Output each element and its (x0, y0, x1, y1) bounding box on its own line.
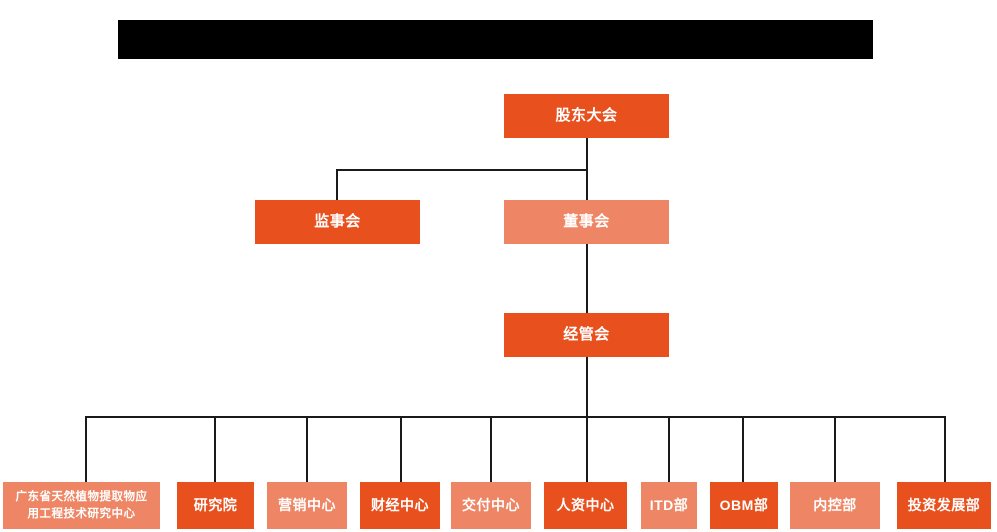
connector-l1-bus (336, 169, 588, 171)
node-dept-finance-center[interactable]: 财经中心 (360, 482, 440, 529)
connector-drop-dept-4 (400, 416, 402, 482)
node-dept-research-institute[interactable]: 研究院 (177, 482, 254, 529)
node-dept-itd[interactable]: ITD部 (641, 482, 697, 529)
node-label: 经管会 (563, 325, 610, 343)
node-board-of-directors[interactable]: 董事会 (504, 200, 669, 244)
connector-management-down (586, 357, 588, 417)
node-label: 研究院 (193, 496, 238, 513)
connector-drop-dept-5 (490, 416, 492, 482)
node-dept-internal-control[interactable]: 内控部 (790, 482, 880, 529)
node-board-of-supervisors[interactable]: 监事会 (255, 200, 420, 244)
node-label: 营销中心 (278, 496, 336, 513)
node-label: 股东大会 (555, 106, 618, 124)
node-label: 交付中心 (462, 496, 520, 513)
node-label: 内控部 (813, 496, 857, 513)
node-label-line2: 用工程技术研究中心 (27, 507, 136, 520)
node-label: 投资发展部 (907, 496, 981, 513)
node-dept-investment-development[interactable]: 投资发展部 (897, 482, 991, 529)
redacted-title-bar (118, 20, 873, 59)
node-label: ITD部 (649, 496, 689, 513)
connector-to-board (586, 169, 588, 200)
node-label: 财经中心 (371, 496, 429, 513)
connector-drop-dept-7 (668, 416, 670, 482)
node-label: 广东省天然植物提取物应 用工程技术研究中心 (3, 489, 160, 522)
node-label-line1: 广东省天然植物提取物应 (15, 490, 148, 503)
connector-to-supervisors (336, 169, 338, 200)
connector-drop-dept-6 (586, 416, 588, 482)
node-shareholders-meeting[interactable]: 股东大会 (504, 94, 669, 138)
node-label: OBM部 (719, 496, 769, 513)
node-dept-guangdong-research-center[interactable]: 广东省天然植物提取物应 用工程技术研究中心 (3, 482, 160, 529)
node-label: 监事会 (314, 212, 361, 230)
connector-drop-dept-10 (944, 416, 946, 482)
connector-drop-dept-3 (306, 416, 308, 482)
connector-department-bus (85, 416, 946, 418)
node-dept-delivery-center[interactable]: 交付中心 (451, 482, 531, 529)
connector-l1-down (586, 138, 588, 170)
node-dept-obm[interactable]: OBM部 (710, 482, 778, 529)
node-management-committee[interactable]: 经管会 (504, 313, 669, 357)
node-dept-hr-center[interactable]: 人资中心 (544, 482, 627, 529)
connector-drop-dept-1 (85, 416, 87, 482)
node-label: 董事会 (563, 212, 610, 230)
connector-board-to-management (586, 244, 588, 313)
connector-drop-dept-2 (214, 416, 216, 482)
node-dept-marketing-center[interactable]: 营销中心 (267, 482, 347, 529)
connector-drop-dept-8 (742, 416, 744, 482)
node-label: 人资中心 (556, 496, 615, 513)
connector-drop-dept-9 (834, 416, 836, 482)
